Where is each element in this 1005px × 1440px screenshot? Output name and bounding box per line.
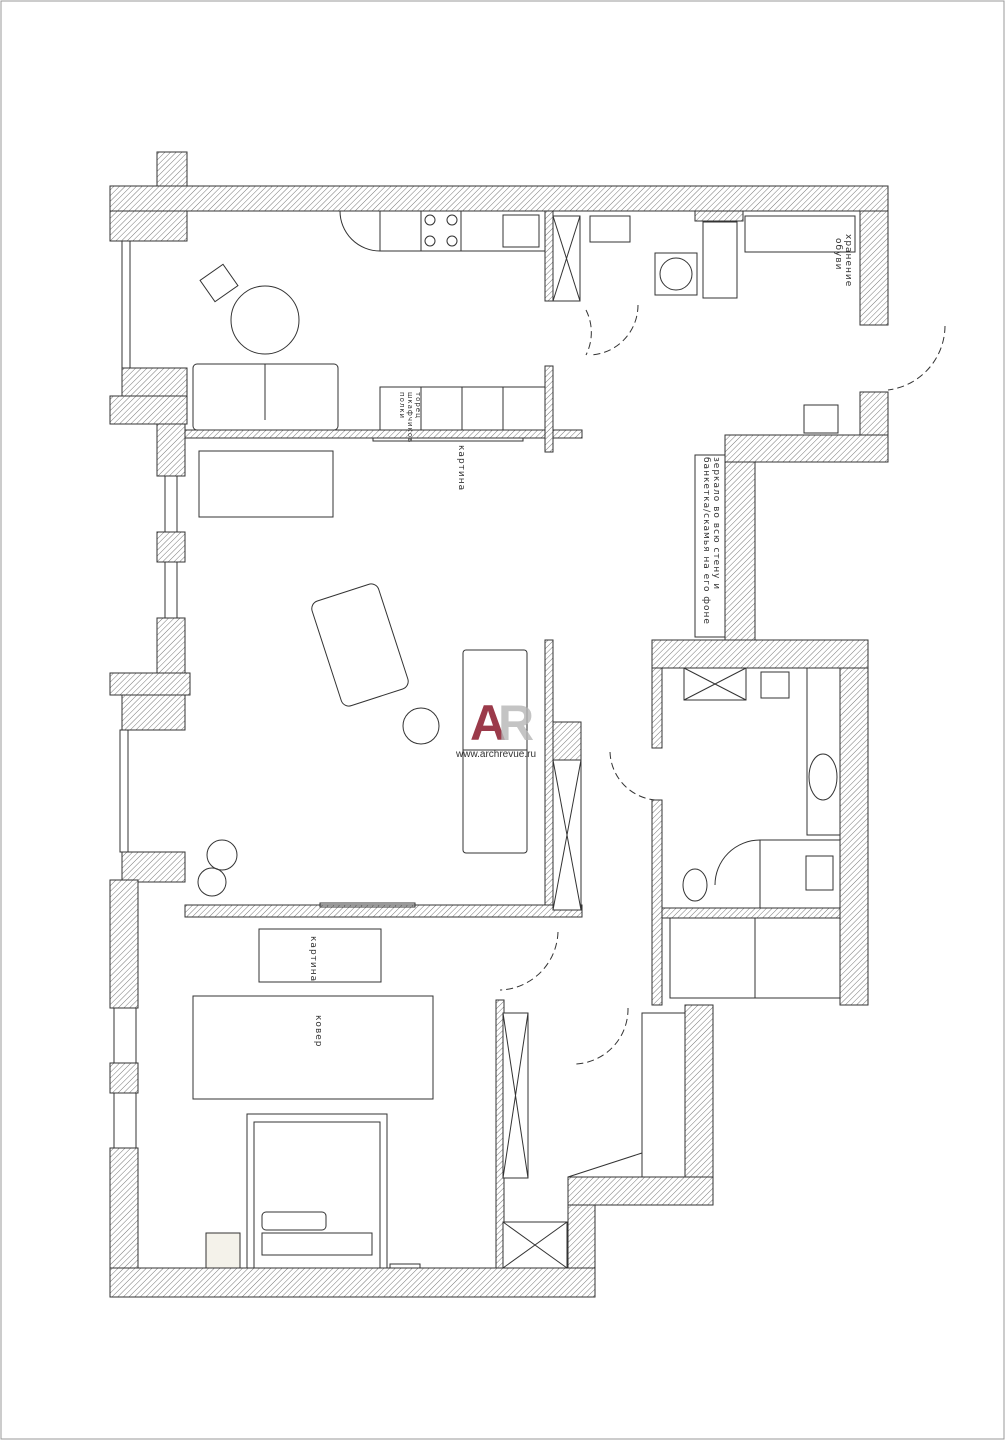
picture-label-bedroom: картина: [308, 936, 318, 982]
windows: [113, 240, 178, 1149]
watermark-logo: A: [470, 695, 506, 751]
dining-table: [230, 285, 300, 355]
shelf-end-label-3: полки: [398, 392, 406, 419]
living-room: [197, 450, 656, 911]
chair: [199, 263, 239, 303]
shoe-storage-label: хранение: [843, 234, 853, 287]
armchair: [311, 583, 409, 707]
shelf-end-label-2: шкафчиков: [406, 392, 414, 443]
rug-label: ковер: [313, 1015, 323, 1048]
toilet: [682, 868, 708, 902]
picture-label-living: картина: [456, 445, 466, 491]
wardrobe: [641, 1012, 686, 1178]
bench: [258, 928, 382, 983]
sofa-living: [462, 649, 528, 854]
side-table: [402, 707, 440, 745]
plant-icon-2: [197, 867, 227, 897]
utility: хранение обуви: [552, 215, 946, 434]
bedroom: картина ковер: [192, 928, 686, 1269]
kitchen-sink: [502, 214, 540, 248]
rug: [192, 995, 434, 1100]
utility-sink: [589, 215, 631, 243]
mirror-note-label: зеркало во всю стену и: [711, 457, 721, 590]
kitchen: торец шкафчиков полки картина: [192, 210, 546, 491]
washing-machine: [654, 252, 698, 296]
plant-icon: [206, 839, 238, 871]
svg-text:R: R: [498, 695, 534, 751]
cooktop: [420, 210, 462, 252]
washbasin: [808, 753, 838, 801]
watermark: A R www.archrevue.ru: [455, 695, 536, 760]
shoe-storage-label-2: обуви: [833, 238, 843, 271]
hall: зеркало во всю стену и банкетка/скамья н…: [694, 454, 726, 638]
daybed: [198, 450, 334, 518]
bathroom: [669, 667, 841, 999]
walls: [109, 151, 889, 1298]
mirror-note-label-2: банкетка/скамья на его фоне: [701, 457, 711, 625]
watermark-url: www.archrevue.ru: [455, 749, 536, 760]
shelf-end-label: торец: [414, 392, 422, 419]
